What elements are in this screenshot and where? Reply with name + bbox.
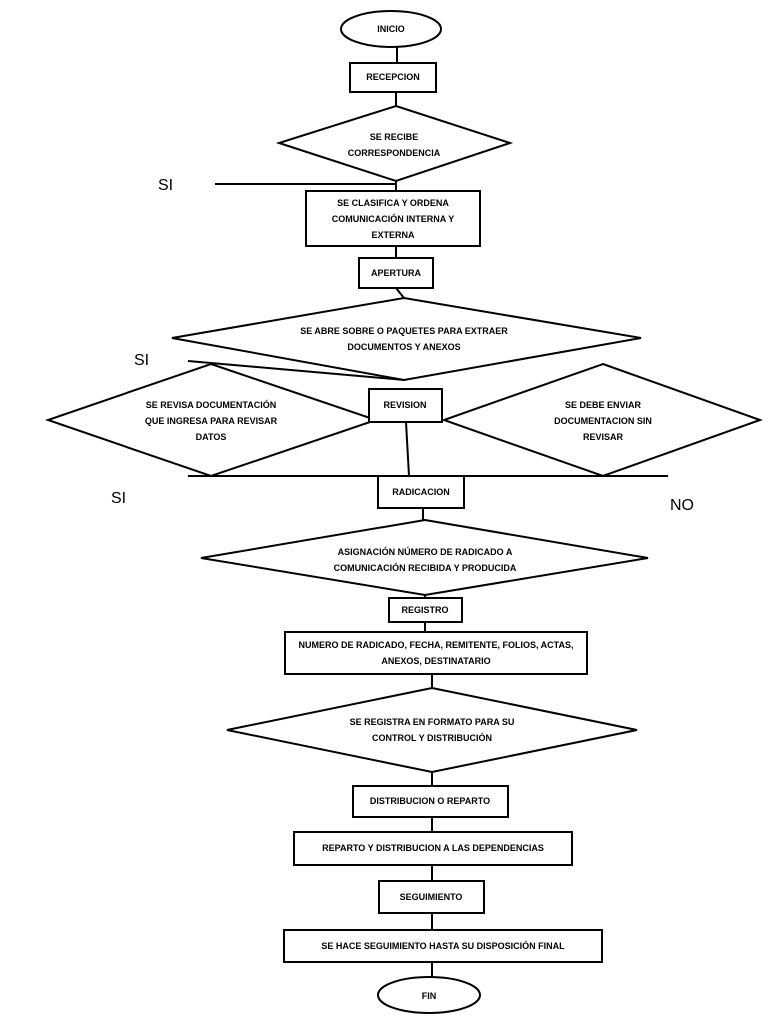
node-text-line: REGISTRO <box>401 605 448 615</box>
node-text-line: INICIO <box>377 24 405 34</box>
node-radicacion: RADICACION <box>392 487 450 497</box>
seguimiento-box <box>378 880 485 914</box>
node-fin: FIN <box>422 991 437 1001</box>
node-text-line: COMUNICACIÓN RECIBIDA Y PRODUCIDA <box>334 562 517 573</box>
revisa-doc-decision <box>44 362 380 478</box>
hace-seguimiento-box <box>283 929 603 963</box>
node-text-line: SEGUIMIENTO <box>400 892 463 902</box>
recepcion-box <box>349 62 437 93</box>
node-reparto: REPARTO Y DISTRIBUCION A LAS DEPENDENCIA… <box>322 843 544 853</box>
side-labels: SI SI SI NO <box>111 177 694 514</box>
node-revision: REVISION <box>383 400 426 410</box>
start-node <box>340 10 442 48</box>
node-texts: INICIO RECEPCION SE RECIBE CORRESPONDENCI… <box>145 24 652 1001</box>
node-text-line: DATOS <box>196 432 227 442</box>
node-text-line: COMUNICACIÓN INTERNA Y <box>332 213 455 224</box>
node-text-line: ASIGNACIÓN NÚMERO DE RADICADO A <box>338 546 513 557</box>
node-text-line: SE RECIBE <box>370 132 419 142</box>
node-registra-formato: SE REGISTRA EN FORMATO PARA SU CONTROL Y … <box>350 717 515 743</box>
node-registro: REGISTRO <box>401 605 448 615</box>
node-text-line: CONTROL Y DISTRIBUCIÓN <box>372 732 492 743</box>
connector <box>187 360 406 381</box>
node-text-line: REPARTO Y DISTRIBUCION A LAS DEPENDENCIA… <box>322 843 544 853</box>
node-asignacion: ASIGNACIÓN NÚMERO DE RADICADO A COMUNICAC… <box>334 546 517 573</box>
node-numero-radicado: NUMERO DE RADICADO, FECHA, REMITENTE, FO… <box>298 640 573 666</box>
node-text-line: DOCUMENTACION SIN <box>554 416 652 426</box>
label-si-3: SI <box>111 490 126 507</box>
registro-box <box>388 597 463 623</box>
node-text-line: DOCUMENTOS Y ANEXOS <box>347 342 460 352</box>
node-text-line: SE DEBE ENVIAR <box>565 400 642 410</box>
end-node <box>377 976 481 1014</box>
node-enviar-sin: SE DEBE ENVIAR DOCUMENTACION SIN REVISAR <box>554 400 652 442</box>
shapes <box>44 10 763 1014</box>
enviar-sin-decision <box>440 362 763 478</box>
revision-box <box>368 388 443 423</box>
node-text-line: NUMERO DE RADICADO, FECHA, REMITENTE, FO… <box>298 640 573 650</box>
asignacion-decision <box>200 518 649 597</box>
apertura-box <box>358 257 434 289</box>
node-text-line: SE ABRE SOBRE O PAQUETES PARA EXTRAER <box>300 326 508 336</box>
node-text-line: CORRESPONDENCIA <box>348 148 441 158</box>
node-text-line: DISTRIBUCION O REPARTO <box>370 796 490 806</box>
node-abre-sobre: SE ABRE SOBRE O PAQUETES PARA EXTRAER DOC… <box>300 326 508 352</box>
label-si-1: SI <box>158 177 173 194</box>
node-text-line: ANEXOS, DESTINATARIO <box>381 656 490 666</box>
node-text-line: SE REGISTRA EN FORMATO PARA SU <box>350 717 515 727</box>
node-text-line: SE REVISA DOCUMENTACIÓN <box>146 399 277 410</box>
distribucion-box <box>352 785 509 818</box>
radicacion-box <box>377 475 465 509</box>
connector <box>395 287 405 299</box>
node-text-line: RECEPCION <box>366 72 420 82</box>
node-clasifica: SE CLASIFICA Y ORDENA COMUNICACIÓN INTERN… <box>332 198 455 240</box>
node-text-line: SE CLASIFICA Y ORDENA <box>337 198 449 208</box>
numero-radicado-box <box>284 631 588 675</box>
label-no-1: NO <box>670 497 694 514</box>
node-text-line: RADICACION <box>392 487 450 497</box>
node-seguimiento: SEGUIMIENTO <box>400 892 463 902</box>
reparto-box <box>293 831 573 866</box>
node-text-line: FIN <box>422 991 437 1001</box>
node-hace-seguimiento: SE HACE SEGUIMIENTO HASTA SU DISPOSICIÓN… <box>321 940 565 951</box>
node-revisa-doc: SE REVISA DOCUMENTACIÓN QUE INGRESA PARA … <box>145 399 278 442</box>
node-inicio: INICIO <box>377 24 405 34</box>
registra-formato-decision <box>226 686 638 774</box>
node-text-line: REVISAR <box>583 432 624 442</box>
clasifica-box <box>305 190 481 247</box>
node-text-line: QUE INGRESA PARA REVISAR <box>145 416 278 426</box>
node-apertura: APERTURA <box>371 268 422 278</box>
node-text-line: SE HACE SEGUIMIENTO HASTA SU DISPOSICIÓN… <box>321 940 565 951</box>
connector <box>405 421 410 477</box>
label-si-2: SI <box>134 352 149 369</box>
node-recepcion: RECEPCION <box>366 72 420 82</box>
se-recibe-decision <box>275 104 514 183</box>
node-text-line: EXTERNA <box>371 230 415 240</box>
node-se-recibe: SE RECIBE CORRESPONDENCIA <box>348 132 441 158</box>
node-text-line: REVISION <box>383 400 426 410</box>
node-distribucion: DISTRIBUCION O REPARTO <box>370 796 490 806</box>
node-text-line: APERTURA <box>371 268 422 278</box>
abre-sobre-decision <box>171 296 642 382</box>
